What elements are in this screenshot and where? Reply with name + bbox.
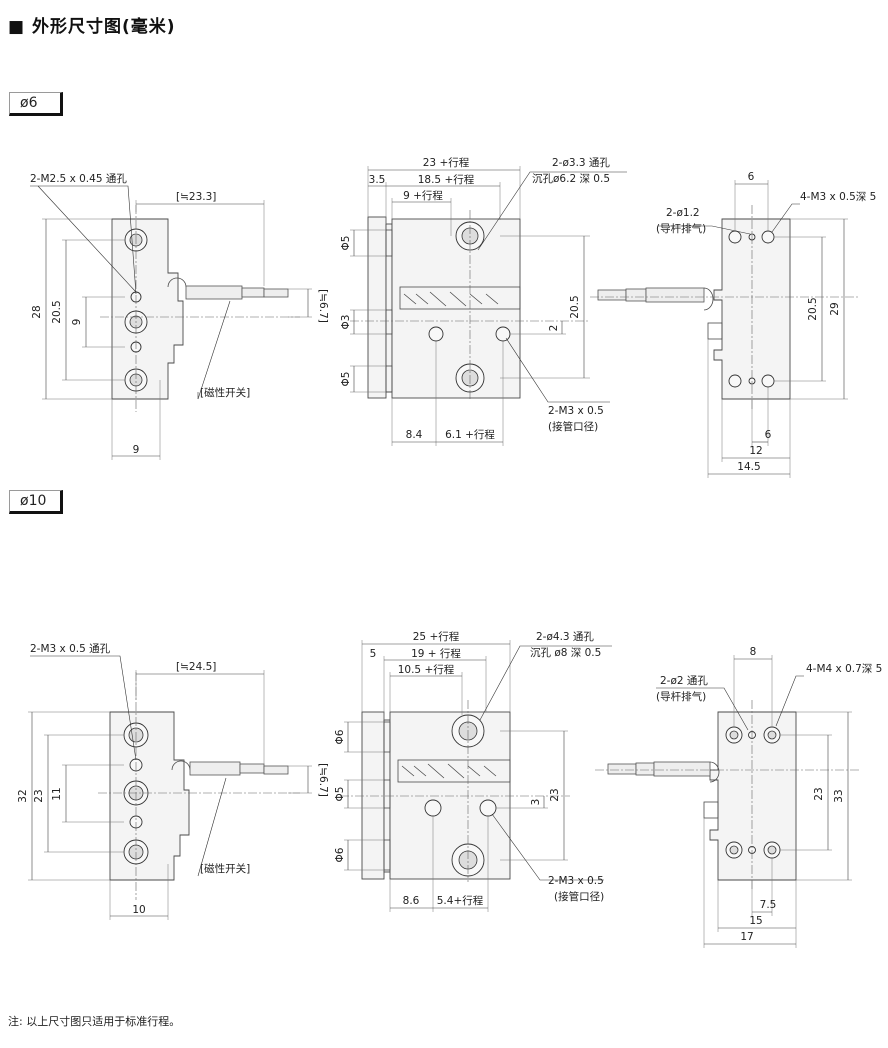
dim-bottom-2: 15 [749, 915, 762, 927]
footnote: 注: 以上尺寸图只适用于标准行程。 [8, 1015, 181, 1028]
dim-height: 29 [829, 302, 841, 315]
right-view-phi10 [595, 655, 860, 948]
size-tag-6: ø6 [9, 92, 63, 116]
left-view-phi6 [30, 185, 312, 460]
dim-gap: 3 [530, 799, 542, 806]
dim-height: 32 [17, 789, 29, 802]
dim-inner: 23 [33, 789, 45, 802]
dim-mid: 18.5 +行程 [418, 173, 475, 186]
dim-bottom-b: 5.4+行程 [437, 894, 484, 907]
dim-bottom-1: 6 [765, 429, 772, 441]
dim-pitch: 9 [71, 319, 83, 326]
left-view-phi10 [28, 655, 312, 920]
hole-note: 2-ø4.3 通孔 [536, 630, 594, 643]
dim-bottom-b: 6.1 +行程 [445, 428, 495, 441]
tap-note: 4-M4 x 0.7深 5 [806, 663, 882, 675]
dim-phi-b: Φ3 [340, 315, 352, 330]
counterbore-note: 沉孔 ø8 深 0.5 [530, 646, 601, 659]
dim-inner: 23 [813, 787, 825, 800]
dim-bottom-a: 8.6 [403, 895, 420, 907]
dim-phi-c: Φ6 [334, 847, 346, 862]
dim-rod-height: [≒6.7] [317, 763, 329, 797]
switch-label: [磁性开关] [200, 386, 250, 399]
right-view-phi6 [590, 180, 860, 478]
dim-phi-c: Φ5 [340, 372, 352, 387]
middle-view-phi6 [350, 166, 627, 446]
hole-note: 2-M2.5 x 0.45 通孔 [30, 172, 127, 185]
dim-phi-a: Φ6 [334, 729, 346, 744]
dim-bottom-3: 17 [740, 931, 753, 943]
hole-note: 2-M3 x 0.5 通孔 [30, 642, 111, 655]
dim-bottom-1: 7.5 [760, 899, 777, 911]
port-note-2: (接管口径) [554, 890, 604, 903]
dim-width: 9 [133, 444, 140, 456]
dim-rod-height: [≒6.7] [317, 289, 329, 323]
dim-top: 8 [750, 646, 757, 658]
dim-bottom-3: 14.5 [737, 461, 760, 473]
dim-short: 10.5 +行程 [398, 663, 455, 676]
tap-note: 4-M3 x 0.5深 5 [800, 191, 876, 203]
dim-total: 23 +行程 [423, 156, 470, 169]
pin-note: 2-ø2 通孔 [660, 674, 708, 687]
dim-bottom-a: 8.4 [406, 429, 423, 441]
dim-inner: 20.5 [51, 300, 63, 323]
dim-bottom-2: 12 [749, 445, 762, 457]
dim-phi-a: Φ5 [340, 236, 352, 251]
dim-phi-b: Φ5 [334, 787, 346, 802]
middle-view-phi10 [340, 640, 612, 912]
dim-mid: 19 + 行程 [411, 647, 461, 660]
dim-top: 6 [748, 171, 755, 183]
section-phi6 [30, 166, 860, 478]
dim-total: 25 +行程 [413, 630, 460, 643]
counterbore-note: 沉孔ø6.2 深 0.5 [532, 172, 610, 185]
dim-height: 23 [549, 788, 561, 801]
switch-label: [磁性开关] [200, 862, 250, 875]
section-phi10 [28, 640, 860, 948]
dim-gap: 2 [548, 325, 560, 332]
pin-note-2: (导杆排气) [656, 222, 706, 235]
dim-short: 9 +行程 [403, 189, 443, 202]
dim-rod-length: [≒23.3] [176, 191, 216, 203]
dim-height: 20.5 [569, 295, 581, 318]
size-tag-10: ø10 [9, 490, 63, 514]
dim-rod-length: [≒24.5] [176, 661, 216, 673]
port-note: 2-M3 x 0.5 [548, 875, 604, 887]
dim-pitch: 11 [51, 787, 63, 800]
port-note-2: (接管口径) [548, 420, 598, 433]
dim-flange: 3.5 [369, 174, 386, 186]
dim-width: 10 [132, 904, 145, 916]
dim-inner: 20.5 [807, 297, 819, 320]
hole-note: 2-ø3.3 通孔 [552, 156, 610, 169]
dim-height: 28 [31, 305, 43, 318]
pin-note-2: (导杆排气) [656, 690, 706, 703]
port-note: 2-M3 x 0.5 [548, 405, 604, 417]
dim-height: 33 [833, 789, 845, 802]
pin-note: 2-ø1.2 [666, 207, 700, 219]
page-title: ■ 外形尺寸图(毫米) [8, 17, 176, 37]
dim-flange: 5 [370, 648, 377, 660]
